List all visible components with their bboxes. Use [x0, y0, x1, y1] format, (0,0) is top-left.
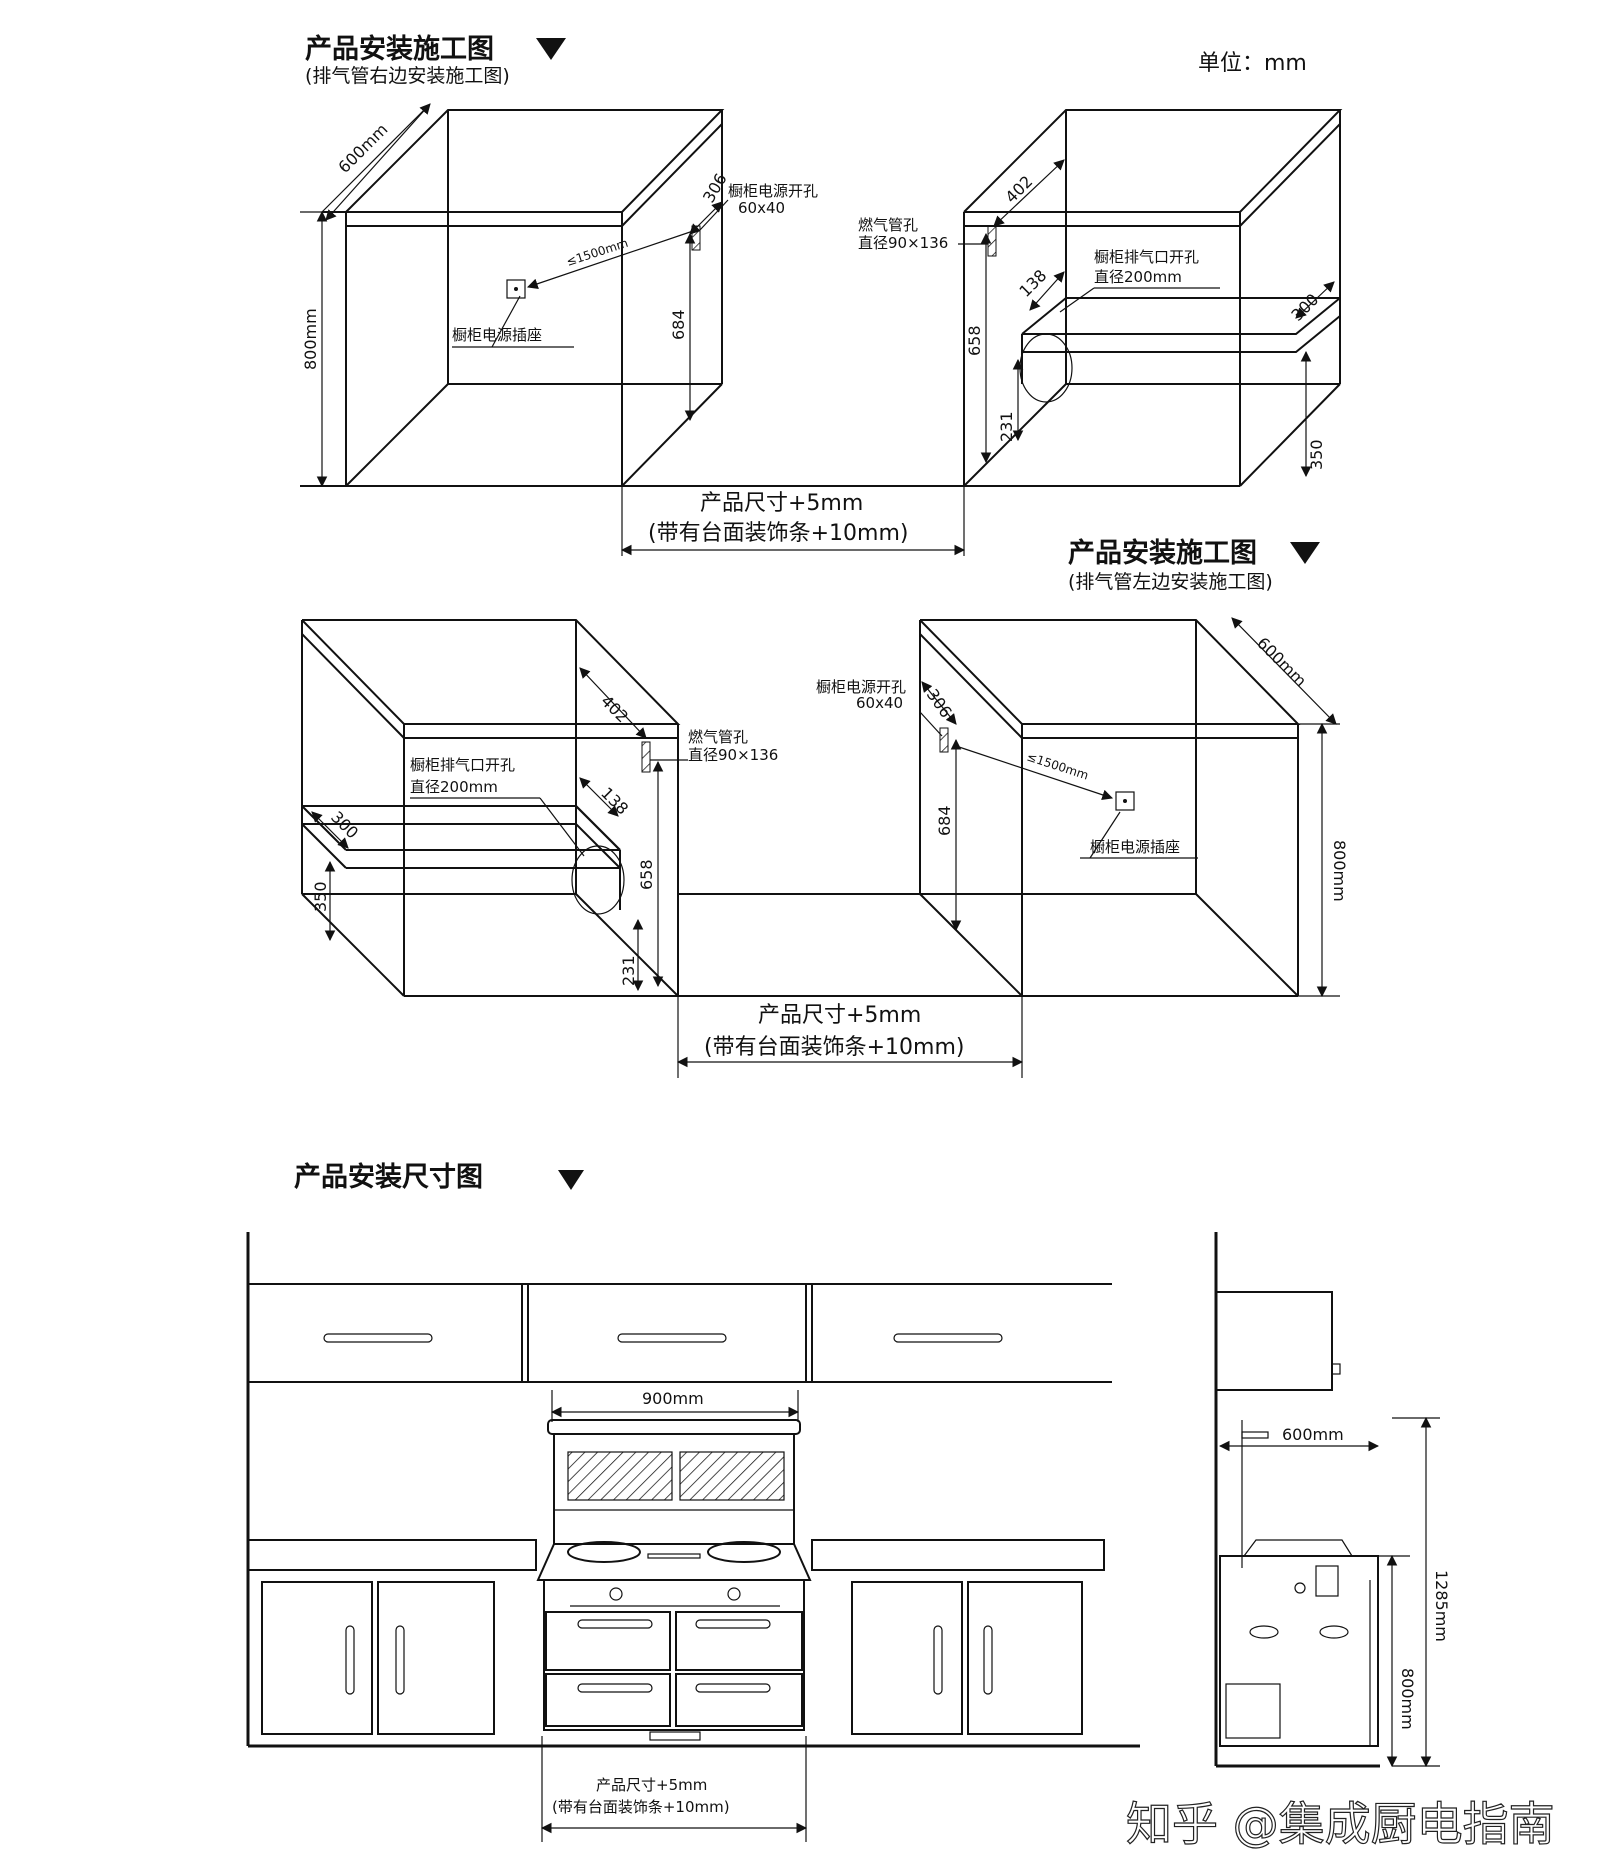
- top-product-size-label: 产品尺寸+5mm: [700, 491, 863, 516]
- middle-power-hole-label: 橱柜电源开孔: [816, 678, 906, 696]
- middle-socket-icon: [1115, 791, 1135, 811]
- top-power-hole-label: 橱柜电源开孔: [728, 182, 818, 200]
- middle-diagram: 产品安装施工图 (排气管左边安装施工图): [301, 538, 1349, 1078]
- middle-d658-label: 658: [637, 859, 656, 890]
- top-d231-label: 231: [997, 411, 1016, 442]
- top-title: 产品安装施工图: [305, 34, 494, 65]
- top-d684-label: 684: [669, 309, 688, 340]
- watermark: 知乎 @集成厨电指南: [1126, 1797, 1555, 1851]
- middle-subtitle: (排气管左边安装施工图): [1068, 571, 1273, 593]
- side-depth-label: 600mm: [1282, 1425, 1344, 1444]
- middle-d350-label: 350: [311, 881, 330, 912]
- middle-height-label: 800mm: [1330, 840, 1349, 902]
- middle-right-cabinet: 600mm 800mm 684 306 橱柜电源开孔 60x40 ≤1500mm…: [678, 617, 1349, 998]
- middle-exhaust-hole-icon: [571, 845, 625, 915]
- top-title-triangle-icon: [536, 38, 566, 60]
- bottom-title: 产品安装尺寸图: [294, 1162, 483, 1193]
- bottom-title-triangle-icon: [558, 1170, 584, 1190]
- top-d402-label: 402: [1001, 172, 1036, 207]
- top-d138-label: 138: [1015, 266, 1050, 301]
- stove-width-label: 900mm: [642, 1389, 704, 1408]
- top-power-hole-size: 60x40: [738, 199, 785, 217]
- top-socket-icon: [506, 279, 526, 299]
- middle-title: 产品安装施工图: [1068, 538, 1257, 569]
- top-gas-hole-size: 直径90×136: [858, 234, 948, 252]
- top-right-cabinet: 658 402 燃气管孔 直径90×136 138 橱柜排气口开孔 直径200m…: [622, 109, 1343, 487]
- bottom-diagram: 产品安装尺寸图: [246, 1162, 1451, 1842]
- middle-power-hole-size: 60x40: [856, 694, 903, 712]
- top-d300-label: 300: [1287, 290, 1322, 325]
- middle-exhaust-size: 直径200mm: [410, 778, 498, 796]
- middle-max-dist-label: ≤1500mm: [1025, 750, 1090, 783]
- top-subtitle: (排气管右边安装施工图): [305, 65, 510, 87]
- top-exhaust-hole-icon: [1019, 333, 1073, 403]
- middle-left-cabinet: 658 402 燃气管孔 直径90×136 橱柜排气口开孔 直径200mm 13…: [301, 619, 778, 997]
- middle-title-triangle-icon: [1290, 542, 1320, 564]
- top-depth-label: 600mm: [334, 120, 391, 177]
- middle-d402-label: 402: [597, 691, 632, 726]
- side-total-height-label: 1285mm: [1432, 1570, 1451, 1642]
- middle-product-size-label: 产品尺寸+5mm: [758, 1003, 921, 1028]
- middle-gas-hole-icon: [641, 741, 651, 773]
- bottom-with-trim-label: (带有台面装饰条+10mm): [552, 1798, 730, 1816]
- middle-d684-label: 684: [935, 805, 954, 836]
- top-power-hole-icon: [691, 225, 701, 251]
- middle-d306-label: 306: [923, 685, 956, 721]
- side-counter-height-label: 800mm: [1398, 1668, 1417, 1730]
- middle-depth-label: 600mm: [1253, 633, 1310, 690]
- middle-socket-label: 橱柜电源插座: [1090, 838, 1180, 856]
- middle-power-hole-icon: [939, 727, 949, 753]
- middle-gas-hole-size: 直径90×136: [688, 746, 778, 764]
- top-left-cabinet: 600mm 800mm 橱柜电源插座 ≤1500mm 684 306 橱柜电源开…: [300, 103, 818, 488]
- top-socket-label: 橱柜电源插座: [452, 326, 542, 344]
- middle-exhaust-hole-label: 橱柜排气口开孔: [410, 756, 515, 774]
- top-exhaust-size: 直径200mm: [1094, 268, 1182, 286]
- middle-gas-hole-label: 燃气管孔: [688, 728, 748, 746]
- top-diagram: 产品安装施工图 (排气管右边安装施工图) 单位：mm 600mm 800mm: [300, 34, 1343, 556]
- bottom-product-size-label: 产品尺寸+5mm: [596, 1776, 707, 1794]
- middle-with-trim-label: (带有台面装饰条+10mm): [704, 1035, 964, 1060]
- top-height-label: 800mm: [301, 308, 320, 370]
- top-d350-label: 350: [1307, 439, 1326, 470]
- unit-label: 单位：mm: [1198, 51, 1307, 76]
- top-exhaust-hole-label: 橱柜排气口开孔: [1094, 248, 1199, 266]
- integrated-stove: [536, 1419, 812, 1741]
- top-gas-hole-label: 燃气管孔: [858, 216, 918, 234]
- kitchen-front-elevation: 900mm 产品尺寸+5mm (带有台面装饰条+10mm): [246, 1232, 1140, 1842]
- top-d658-label: 658: [965, 325, 984, 356]
- middle-d231-label: 231: [619, 955, 638, 986]
- top-gas-hole-icon: [987, 225, 997, 257]
- top-d306-label: 306: [699, 170, 731, 206]
- top-with-trim-label: (带有台面装饰条+10mm): [648, 521, 908, 546]
- kitchen-side-elevation: 600mm 1285mm 800mm: [1214, 1232, 1451, 1768]
- middle-d138-label: 138: [597, 783, 632, 818]
